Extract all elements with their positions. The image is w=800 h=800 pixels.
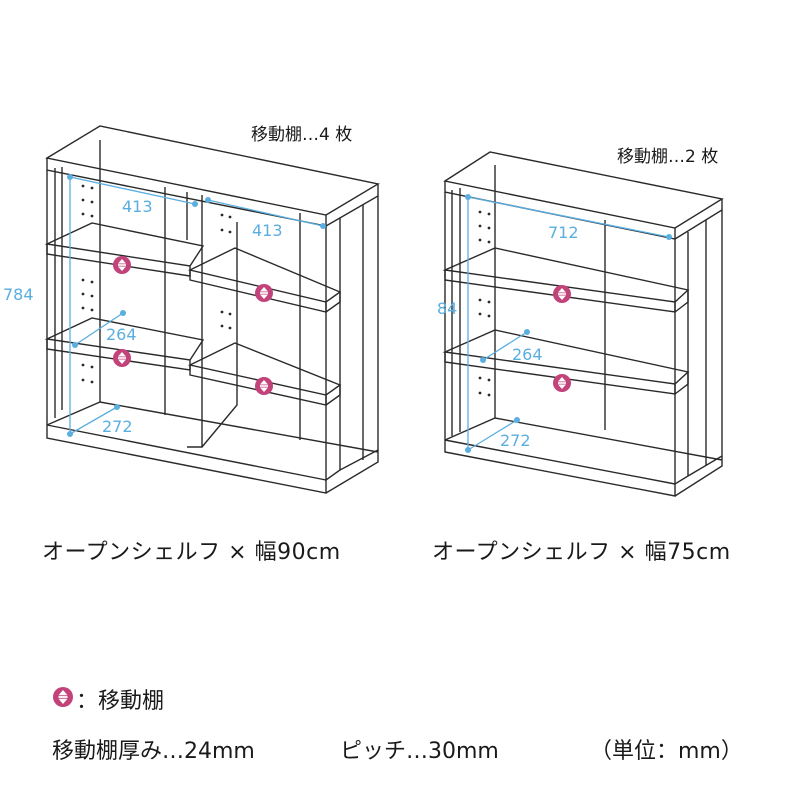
left-width-b-label: 413 [252, 221, 283, 240]
right-depth-bottom-label: 272 [500, 431, 531, 450]
movable-shelf-icon [113, 349, 131, 367]
left-movable-count: 移動棚…4 枚 [251, 125, 353, 145]
legend-label: ：移動棚 [76, 689, 165, 714]
right-depth-mid-label: 264 [512, 345, 543, 364]
left-pin-holes [81, 184, 232, 384]
left-caption: オープンシェルフ × 幅90cm [42, 540, 341, 565]
right-pin-holes [478, 210, 491, 397]
right-shelf-1 [442, 247, 690, 313]
left-shelf-2 [187, 247, 342, 313]
left-depth-bottom-label: 272 [102, 417, 133, 436]
left-divider [186, 192, 238, 448]
right-shelf-unit [442, 151, 724, 497]
right-caption: オープンシェルフ × 幅75cm [432, 540, 731, 565]
left-shelf-4 [187, 342, 342, 406]
movable-shelf-icon [53, 687, 73, 707]
shelf-thickness: 移動棚厚み…24mm [52, 739, 255, 764]
left-base [46, 401, 379, 494]
left-width-a-label: 413 [122, 197, 153, 216]
right-movable-count: 移動棚…2 枚 [617, 147, 719, 167]
left-side-panel [46, 167, 63, 425]
movable-shelf-icon [553, 374, 571, 392]
right-dimensions [465, 194, 672, 453]
right-side-panel [325, 218, 341, 482]
right-height-label: 84 [437, 299, 457, 318]
shelf-pitch: ピッチ…30mm [340, 739, 499, 764]
movable-shelf-icon [113, 256, 131, 274]
movable-shelf-icon [255, 377, 273, 395]
movable-shelf-icon [255, 284, 273, 302]
left-shelf-unit [44, 125, 380, 494]
left-dimensions [67, 174, 326, 437]
left-height-label: 784 [3, 285, 34, 304]
right-width-label: 712 [548, 223, 579, 242]
left-depth-mid-label: 264 [106, 325, 137, 344]
unit-note: （単位：mm） [590, 739, 743, 764]
movable-shelf-icon [553, 285, 571, 303]
